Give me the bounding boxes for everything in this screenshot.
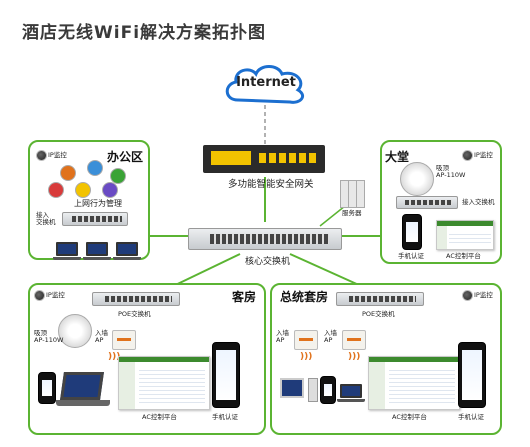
ac-platform-screen [118, 356, 210, 410]
guest-ceiling-ap-label: 吸顶 AP-110W [34, 329, 64, 345]
lobby-switch-label: 接入交换机 [462, 198, 495, 206]
security-gateway [203, 145, 325, 173]
desktop-tower-icon [308, 378, 318, 402]
camera-icon [36, 150, 47, 161]
camera-icon [462, 290, 473, 301]
core-switch [188, 228, 342, 250]
lobby-phone-auth-label: 手机认证 [398, 252, 424, 260]
phone-icon [212, 342, 240, 408]
guest-poe-switch [92, 292, 180, 306]
guest-phone-auth-label: 手机认证 [212, 413, 238, 421]
guest-ac-platform-label: AC控制平台 [142, 413, 177, 421]
lobby-access-switch [396, 196, 458, 209]
app-icon [60, 165, 76, 181]
suite-heading: 总统套房 [280, 290, 329, 304]
laptop-icon [83, 242, 111, 260]
app-icon [75, 182, 91, 198]
phone-icon [38, 372, 56, 404]
gateway-label: 多功能智能安全网关 [228, 179, 314, 190]
office-ip-camera-label: IP监控 [48, 151, 67, 159]
diagram-title: 酒店无线WiFi解决方案拓扑图 [22, 23, 267, 43]
internet-cloud: Internet [220, 60, 312, 108]
laptop-icon [53, 242, 81, 260]
laptop-icon [113, 242, 141, 260]
suite-ac-platform-label: AC控制平台 [392, 413, 427, 421]
laptop-icon [337, 384, 365, 402]
suite-poe-switch [336, 292, 424, 306]
ceiling-ap-icon [58, 314, 92, 348]
suite-wall-ap-1-label: 入墙 AP [276, 329, 289, 345]
app-icon [102, 182, 118, 198]
desktop-monitor-icon [280, 378, 304, 398]
phone-icon [320, 376, 336, 404]
phone-icon [458, 342, 486, 408]
camera-icon [34, 290, 45, 301]
lobby-ceiling-ap-label: 吸顶 AP-110W [436, 164, 466, 180]
suite-ip-camera-label: IP监控 [474, 291, 493, 299]
ac-platform-screen [436, 220, 494, 250]
ceiling-ap-icon [400, 162, 434, 196]
app-icon [87, 160, 103, 176]
app-icon [48, 182, 64, 198]
core-switch-label: 核心交换机 [245, 257, 291, 267]
office-heading: 办公区 [107, 150, 144, 164]
gateway-faceplate [211, 151, 251, 165]
guest-wall-ap-label: 入墙 AP [95, 329, 108, 345]
suite-wall-ap-2-label: 入墙 AP [324, 329, 337, 345]
laptop-icon [60, 372, 104, 400]
internet-label: Internet [236, 75, 296, 90]
wifi-signal-icon: ))) [300, 352, 313, 362]
wall-ap-icon [112, 330, 136, 350]
wifi-signal-icon: ))) [108, 352, 121, 362]
cloud-icon [225, 65, 304, 104]
suite-phone-auth-label: 手机认证 [458, 413, 484, 421]
guest-poe-switch-label: POE交换机 [118, 310, 151, 318]
server-icon [340, 180, 365, 208]
lobby-ip-camera-label: IP监控 [474, 151, 493, 159]
ac-platform-screen [368, 356, 460, 410]
suite-poe-switch-label: POE交换机 [362, 310, 395, 318]
wifi-signal-icon: ))) [348, 352, 361, 362]
behavior-mgmt-label: 上网行为管理 [74, 199, 122, 208]
guest-room-heading: 客房 [232, 290, 257, 304]
wall-ap-icon [294, 330, 318, 350]
server-label: 服务器 [342, 209, 362, 217]
gateway-ports [259, 153, 317, 163]
laptop-base [56, 400, 110, 406]
camera-icon [462, 150, 473, 161]
office-access-switch [62, 212, 128, 226]
office-switch-label: 接入 交换机 [36, 211, 56, 227]
phone-icon [402, 214, 422, 250]
lobby-ac-platform-label: AC控制平台 [446, 252, 481, 260]
app-icon [110, 168, 126, 184]
wall-ap-icon [342, 330, 366, 350]
guest-ip-camera-label: IP监控 [46, 291, 65, 299]
lobby-heading: 大堂 [385, 150, 410, 164]
